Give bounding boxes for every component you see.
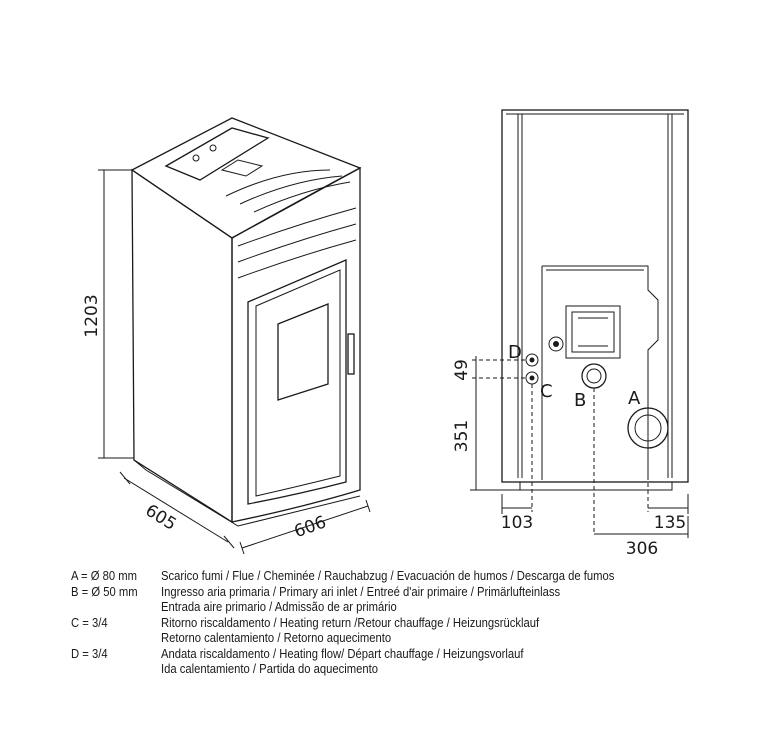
door-glass <box>277 303 329 401</box>
legend-code: B = Ø 50 mm <box>71 584 138 599</box>
legend-line: Scarico fumi / Flue / Cheminée / Rauchab… <box>161 569 615 583</box>
legend-code: A = Ø 80 mm <box>71 569 137 583</box>
dimension-offset-a-label: 306 <box>626 539 658 559</box>
legend-description: Ritorno riscaldamento / Heating return /… <box>161 616 539 647</box>
door-handle <box>347 333 355 375</box>
top-hole-1 <box>192 154 200 162</box>
technical-diagram: 1203 605 606 <box>82 109 689 559</box>
dimension-depth-label: 605 <box>142 501 180 535</box>
legend-code: D = 3/4 <box>71 646 108 661</box>
width-dimension: 606 <box>239 499 371 555</box>
rear-access-plate <box>541 265 659 480</box>
legend-line: Andata riscaldamento / Heating flow/ Dép… <box>161 646 524 661</box>
rear-outline <box>501 109 689 483</box>
dimension-height-label: 1203 <box>82 294 102 337</box>
rear-base <box>519 481 673 491</box>
top-hole-2 <box>209 144 217 152</box>
top-grille <box>225 169 351 213</box>
legend-row-c: C = 3/4 Ritorno riscaldamento / Heating … <box>71 616 692 647</box>
height-dimension: 1203 <box>82 169 134 459</box>
rear-dimensions: 49 351 103 135 306 <box>452 356 689 559</box>
marker-c: C <box>540 381 553 402</box>
legend-description: Andata riscaldamento / Heating flow/ Dép… <box>161 647 524 678</box>
legend-code: C = 3/4 <box>71 615 108 630</box>
stove-door <box>247 259 347 505</box>
dimension-conn-spacing-label: 49 <box>452 359 472 381</box>
stove-rear-view <box>501 109 689 491</box>
legend-line: Entrada aire primario / Admissão de ar p… <box>161 600 397 614</box>
legend-line: Ingresso aria primaria / Primary ari inl… <box>161 584 561 599</box>
front-grille <box>237 207 357 279</box>
control-display <box>220 159 264 177</box>
legend-row-a: A = Ø 80 mm Scarico fumi / Flue / Chemin… <box>71 569 692 585</box>
stove-perspective-view <box>130 117 362 527</box>
legend-line: Retorno calentamiento / Retorno aquecime… <box>161 631 392 645</box>
dimension-offset-left-label: 103 <box>501 513 533 533</box>
connection-b-pipe <box>581 363 607 389</box>
marker-b: B <box>574 390 586 411</box>
legend-line: Ida calentamiento / Partida do aquecimen… <box>161 662 379 676</box>
legend-description: Scarico fumi / Flue / Cheminée / Rauchab… <box>161 569 614 585</box>
dimension-conn-height-label: 351 <box>452 420 472 452</box>
stove-front-panel <box>231 166 361 523</box>
dimension-offset-right-label: 135 <box>654 513 686 533</box>
legend-row-d: D = 3/4 Andata riscaldamento / Heating f… <box>71 647 692 678</box>
control-panel <box>164 127 270 181</box>
legend-row-b: B = Ø 50 mm Ingresso aria primaria / Pri… <box>71 585 692 616</box>
legend-line: Ritorno riscaldamento / Heating return /… <box>161 615 540 630</box>
stove-side-panel <box>131 168 233 524</box>
depth-dimension: 605 <box>119 471 235 549</box>
door-inner-frame <box>255 269 341 497</box>
connection-d-fitting <box>525 353 539 367</box>
legend-description: Ingresso aria primaria / Primary ari inl… <box>161 585 560 616</box>
marker-d: D <box>508 342 522 363</box>
stove-base <box>133 459 361 527</box>
dimension-width-label: 606 <box>292 512 329 542</box>
pressure-knob <box>548 336 564 352</box>
marker-a: A <box>628 388 641 409</box>
fan-housing <box>565 305 621 359</box>
connection-legend: A = Ø 80 mm Scarico fumi / Flue / Chemin… <box>71 569 692 678</box>
